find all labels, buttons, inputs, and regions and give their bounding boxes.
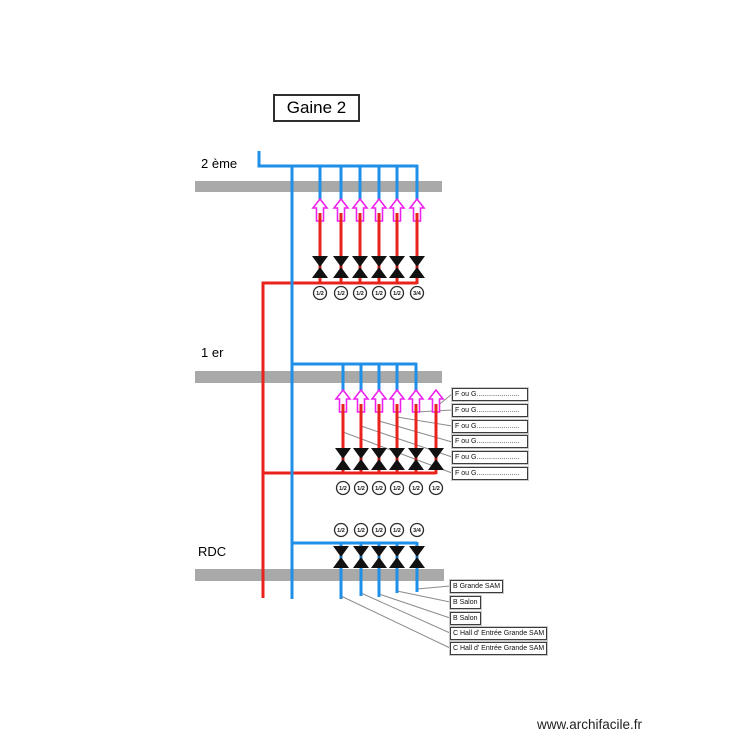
diameter-badge — [353, 522, 369, 538]
diameter-badge — [371, 285, 387, 301]
diameter-badge — [389, 285, 405, 301]
diameter-label: 1/2 — [375, 291, 383, 297]
diameter-badge — [352, 285, 368, 301]
valve-icon — [353, 546, 369, 568]
diameter-label: 1/2 — [412, 486, 420, 492]
valve-icon — [312, 256, 328, 278]
diameter-badge — [428, 480, 444, 496]
valves — [312, 256, 444, 568]
valve-icon — [333, 256, 349, 278]
leader-line — [396, 590, 451, 603]
diameter-label: 1/2 — [337, 291, 345, 297]
valve-icon — [389, 448, 405, 470]
valve-icon — [371, 546, 387, 568]
branch-label-box: C Hall d' Entrée Grande SAM — [450, 642, 548, 655]
diameter-badge — [409, 285, 425, 301]
diameter-label: 3/4 — [413, 528, 422, 534]
supply-branch-pipes — [318, 213, 438, 474]
leader-line — [396, 416, 453, 427]
branch-label-box: F ou G...................... — [452, 420, 528, 433]
valve-icon — [371, 256, 387, 278]
valve-icon — [409, 256, 425, 278]
valve-icon — [408, 448, 424, 470]
diameter-badge — [333, 285, 349, 301]
diameter-label: 1/2 — [393, 486, 401, 492]
diameter-label: 1/2 — [356, 291, 364, 297]
floor-label-2eme: 2 ème — [201, 156, 238, 171]
diameter-badge — [389, 480, 405, 496]
branch-label-box: F ou G...................... — [452, 451, 528, 464]
valve-icon — [333, 546, 349, 568]
return-pipes — [257, 151, 419, 599]
diameter-label: 1/2 — [339, 486, 347, 492]
leader-line — [360, 592, 451, 634]
floor-slab — [195, 371, 442, 383]
diameter-badge — [389, 522, 405, 538]
valve-icon — [409, 546, 425, 568]
diameter-label: 1/2 — [357, 486, 365, 492]
floor-label-rdc: RDC — [198, 544, 227, 559]
diameter-badge — [353, 480, 369, 496]
diameter-label: 1/2 — [432, 486, 440, 492]
branch-label-box: B Grande SAM — [450, 580, 504, 593]
valve-icon — [371, 448, 387, 470]
valve-icon — [353, 448, 369, 470]
return-header-pipe — [257, 151, 418, 168]
diameter-label: 1/2 — [316, 291, 324, 297]
diameter-badge — [371, 522, 387, 538]
floor-slab — [195, 569, 444, 581]
branch-label-box: B Salon — [450, 612, 481, 625]
diameter-badge — [409, 522, 425, 538]
branch-label-box: C Hall d' Entrée Grande SAM — [450, 627, 548, 640]
diameter-label: 1/2 — [375, 486, 383, 492]
drawing-title: Gaine 2 — [273, 94, 360, 122]
supply-riser-pipe — [261, 281, 417, 598]
diameter-label: 1/2 — [375, 528, 383, 534]
diameter-badge — [408, 480, 424, 496]
diameter-label: 1/2 — [393, 528, 401, 534]
valve-icon — [335, 448, 351, 470]
leader-line — [340, 595, 451, 649]
diameter-label: 1/2 — [393, 291, 401, 297]
leader-line — [378, 593, 451, 619]
branch-label-box: F ou G...................... — [452, 404, 528, 417]
valve-icon — [352, 256, 368, 278]
diameter-label: 3/4 — [413, 291, 422, 297]
diameter-badges — [312, 285, 444, 538]
branch-label-box: F ou G...................... — [452, 388, 528, 401]
leader-line — [416, 585, 451, 590]
diameter-badge — [371, 480, 387, 496]
watermark-link[interactable]: www.archifacile.fr — [537, 717, 643, 732]
valve-icon — [389, 546, 405, 568]
supply-pipes — [261, 281, 436, 598]
diameter-label: 1/2 — [337, 528, 345, 534]
diameter-badge — [335, 480, 351, 496]
diameter-label: 1/2 — [357, 528, 365, 534]
branch-label-box: B Salon — [450, 596, 481, 609]
valve-icon — [428, 448, 444, 470]
floor-label-1er: 1 er — [201, 345, 224, 360]
valve-icon — [389, 256, 405, 278]
diameter-labels: 1/2 1/2 1/2 1/2 1/2 3/4 1/2 1/2 1/2 1/2 … — [316, 291, 440, 534]
diameter-badge — [312, 285, 328, 301]
diameter-badge — [333, 522, 349, 538]
branch-label-box: F ou G...................... — [452, 435, 528, 448]
branch-label-box: F ou G...................... — [452, 467, 528, 480]
